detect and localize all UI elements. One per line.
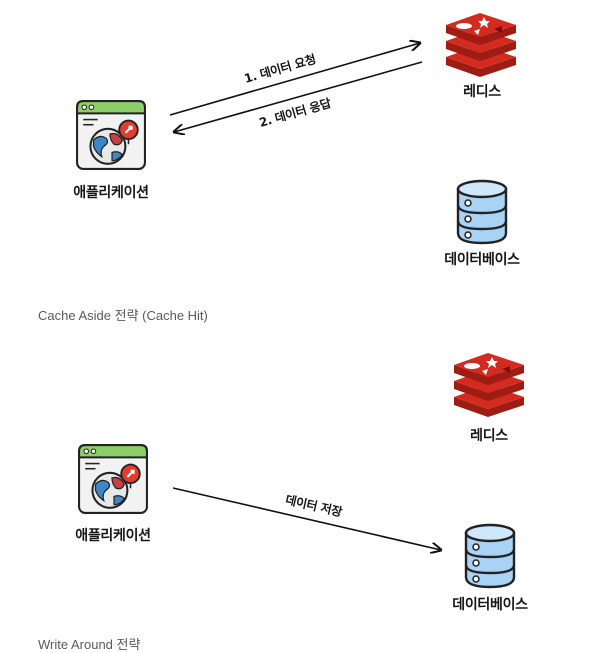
application-label: 애플리케이션 [75,528,151,544]
diagram-caption: Write Around 전략 [38,637,141,652]
redis-label: 레디스 [470,428,508,444]
application-label: 애플리케이션 [73,185,149,201]
write-arrow [172,487,441,550]
request-arrow [169,43,420,116]
redis-label: 레디스 [463,84,501,100]
response-arrow [174,61,423,132]
database-label: 데이터베이스 [444,252,520,268]
diagram-caption: Cache Aside 전략 (Cache Hit) [38,308,208,323]
database-label: 데이터베이스 [452,597,528,613]
